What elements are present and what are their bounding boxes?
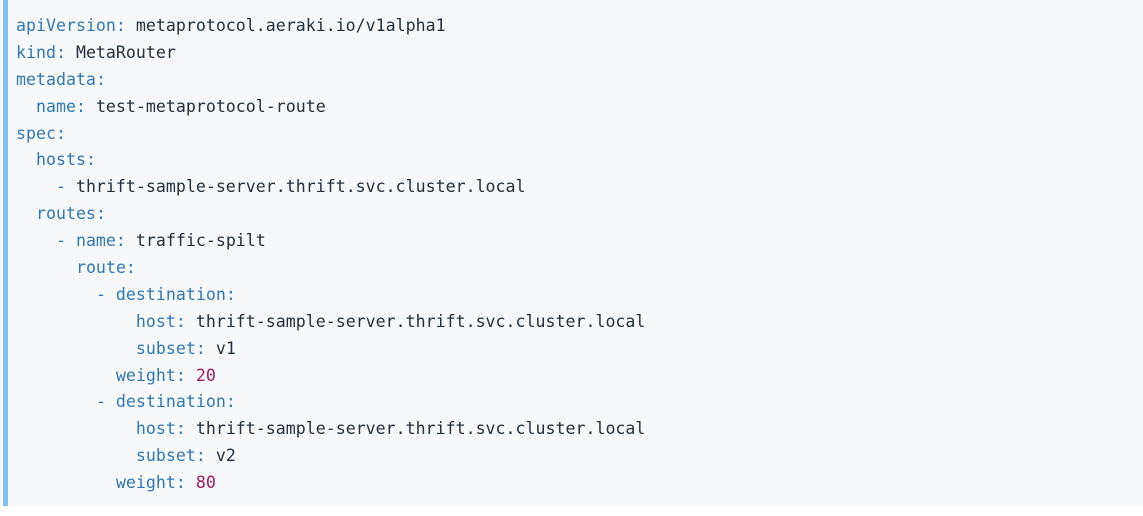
- yaml-colon: :: [125, 258, 136, 278]
- code-indent: [16, 339, 136, 358]
- yaml-colon: :: [115, 16, 136, 35]
- line-metadata: metadata:: [16, 67, 1143, 94]
- yaml-colon: :: [225, 392, 236, 412]
- yaml-string-value: thrift-sample-server.thrift.svc.cluster.…: [195, 311, 646, 331]
- list-dash: -: [55, 231, 76, 251]
- code-indent: [16, 392, 96, 411]
- code-indent: [16, 231, 56, 250]
- code-indent: [16, 97, 36, 116]
- yaml-key: apiVersion: [16, 16, 116, 35]
- code-block-accent-bar: [3, 0, 8, 506]
- yaml-string-value: thrift-sample-server.thrift.svc.cluster.…: [195, 419, 646, 439]
- yaml-key: weight: [115, 473, 176, 493]
- line-destination-1-subset: subset: v2: [16, 443, 1143, 470]
- yaml-key: host: [135, 311, 176, 331]
- line-route: route:: [16, 255, 1143, 282]
- yaml-colon: :: [195, 446, 216, 466]
- code-indent: [16, 312, 136, 331]
- yaml-key: hosts: [35, 150, 86, 170]
- yaml-string-value: thrift-sample-server.thrift.svc.cluster.…: [75, 177, 526, 197]
- yaml-key: subset: [135, 446, 196, 466]
- yaml-key: name: [35, 96, 76, 116]
- line-hosts-item-0: - thrift-sample-server.thrift.svc.cluste…: [16, 174, 1143, 201]
- list-dash: -: [55, 177, 76, 197]
- yaml-colon: :: [195, 338, 216, 358]
- yaml-colon: :: [175, 365, 196, 385]
- yaml-colon: :: [225, 284, 236, 304]
- yaml-key: host: [135, 419, 176, 439]
- yaml-colon: :: [175, 473, 196, 493]
- yaml-key: metadata: [16, 69, 96, 89]
- yaml-key: destination: [115, 284, 226, 304]
- yaml-colon: :: [85, 150, 96, 170]
- yaml-key: kind: [16, 42, 56, 62]
- yaml-colon: :: [55, 42, 76, 62]
- yaml-key: name: [75, 231, 116, 251]
- yaml-colon: :: [95, 69, 106, 89]
- yaml-key: weight: [115, 365, 176, 385]
- code-content[interactable]: apiVersion: metaprotocol.aeraki.io/v1alp…: [16, 13, 1143, 506]
- line-destination-0-host: host: thrift-sample-server.thrift.svc.cl…: [16, 309, 1143, 336]
- yaml-colon: :: [175, 311, 196, 331]
- yaml-colon: :: [75, 96, 96, 116]
- line-hosts: hosts:: [16, 147, 1143, 174]
- list-dash: -: [95, 392, 116, 412]
- yaml-key: destination: [115, 392, 226, 412]
- yaml-colon: :: [95, 204, 106, 224]
- yaml-number-value: 80: [195, 473, 216, 493]
- code-indent: [16, 177, 56, 196]
- code-indent: [16, 419, 136, 438]
- line-destination-1: - destination:: [16, 389, 1143, 416]
- yaml-string-value: test-metaprotocol-route: [95, 96, 326, 116]
- line-kind: kind: MetaRouter: [16, 40, 1143, 67]
- line-destination-0: - destination:: [16, 282, 1143, 309]
- line-spec: spec:: [16, 121, 1143, 148]
- yaml-colon: :: [115, 231, 136, 251]
- yaml-string-value: v2: [215, 446, 236, 466]
- line-routes: routes:: [16, 201, 1143, 228]
- yaml-string-value: v1: [215, 338, 236, 358]
- code-indent: [16, 366, 116, 385]
- code-indent: [16, 204, 36, 223]
- yaml-key: subset: [135, 338, 196, 358]
- code-indent: [16, 258, 76, 277]
- yaml-colon: :: [55, 123, 66, 143]
- line-destination-1-host: host: thrift-sample-server.thrift.svc.cl…: [16, 416, 1143, 443]
- yaml-string-value: traffic-spilt: [135, 231, 266, 251]
- yaml-key: route: [75, 258, 126, 278]
- yaml-key: routes: [35, 204, 96, 224]
- line-destination-0-subset: subset: v1: [16, 336, 1143, 363]
- line-metadata-name: name: test-metaprotocol-route: [16, 94, 1143, 121]
- yaml-string-value: metaprotocol.aeraki.io/v1alpha1: [135, 16, 446, 35]
- yaml-colon: :: [175, 419, 196, 439]
- line-destination-1-weight: weight: 80: [16, 470, 1143, 497]
- yaml-string-value: MetaRouter: [75, 42, 176, 62]
- line-route-name: - name: traffic-spilt: [16, 228, 1143, 255]
- code-indent: [16, 473, 116, 492]
- code-indent: [16, 446, 136, 465]
- line-destination-0-weight: weight: 20: [16, 363, 1143, 390]
- yaml-number-value: 20: [195, 365, 216, 385]
- code-indent: [16, 285, 96, 304]
- code-indent: [16, 150, 36, 169]
- line-apiversion: apiVersion: metaprotocol.aeraki.io/v1alp…: [16, 13, 1143, 40]
- yaml-key: spec: [16, 123, 56, 143]
- list-dash: -: [95, 284, 116, 304]
